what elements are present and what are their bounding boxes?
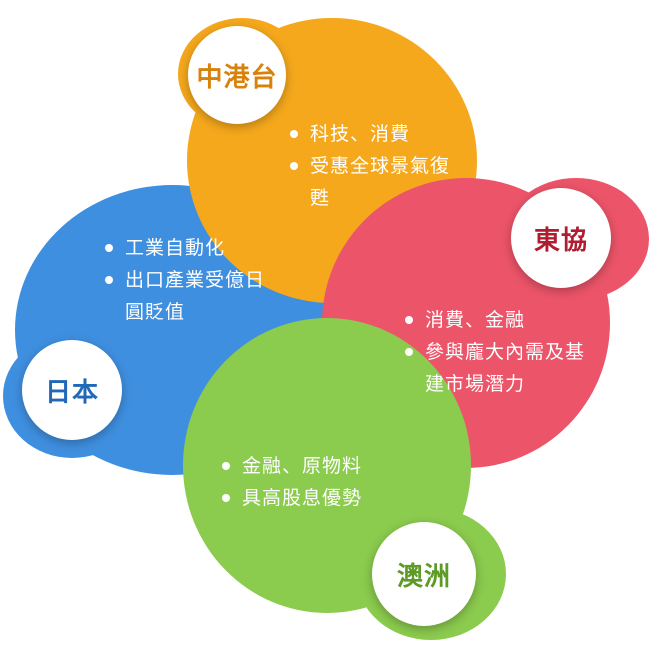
japan-bullets: 工業自動化 出口產業受億日圓貶值 <box>105 232 275 328</box>
list-item: 消費、金融 <box>405 304 587 336</box>
hk-label: 中港台 <box>196 62 278 93</box>
list-item: 參與龐大內需及基建市場潛力 <box>405 336 587 400</box>
asean-badge: 東協 <box>511 188 611 288</box>
australia-bullets: 金融、原物料 具高股息優勢 <box>222 450 412 514</box>
asean-label: 東協 <box>533 225 588 256</box>
list-item: 金融、原物料 <box>222 450 412 482</box>
list-item: 科技、消費 <box>290 118 468 150</box>
australia-label: 澳洲 <box>396 561 451 592</box>
list-item: 出口產業受億日圓貶值 <box>105 264 275 328</box>
australia-badge: 澳洲 <box>372 522 476 626</box>
list-item: 受惠全球景氣復甦 <box>290 150 468 214</box>
asean-bullets: 消費、金融 參與龐大內需及基建市場潛力 <box>405 304 587 400</box>
list-item: 具高股息優勢 <box>222 482 412 514</box>
hk-badge: 中港台 <box>188 26 286 124</box>
japan-badge: 日本 <box>22 340 122 440</box>
list-item: 工業自動化 <box>105 232 275 264</box>
hk-bullets: 科技、消費 受惠全球景氣復甦 <box>290 118 468 214</box>
japan-label: 日本 <box>44 377 99 408</box>
